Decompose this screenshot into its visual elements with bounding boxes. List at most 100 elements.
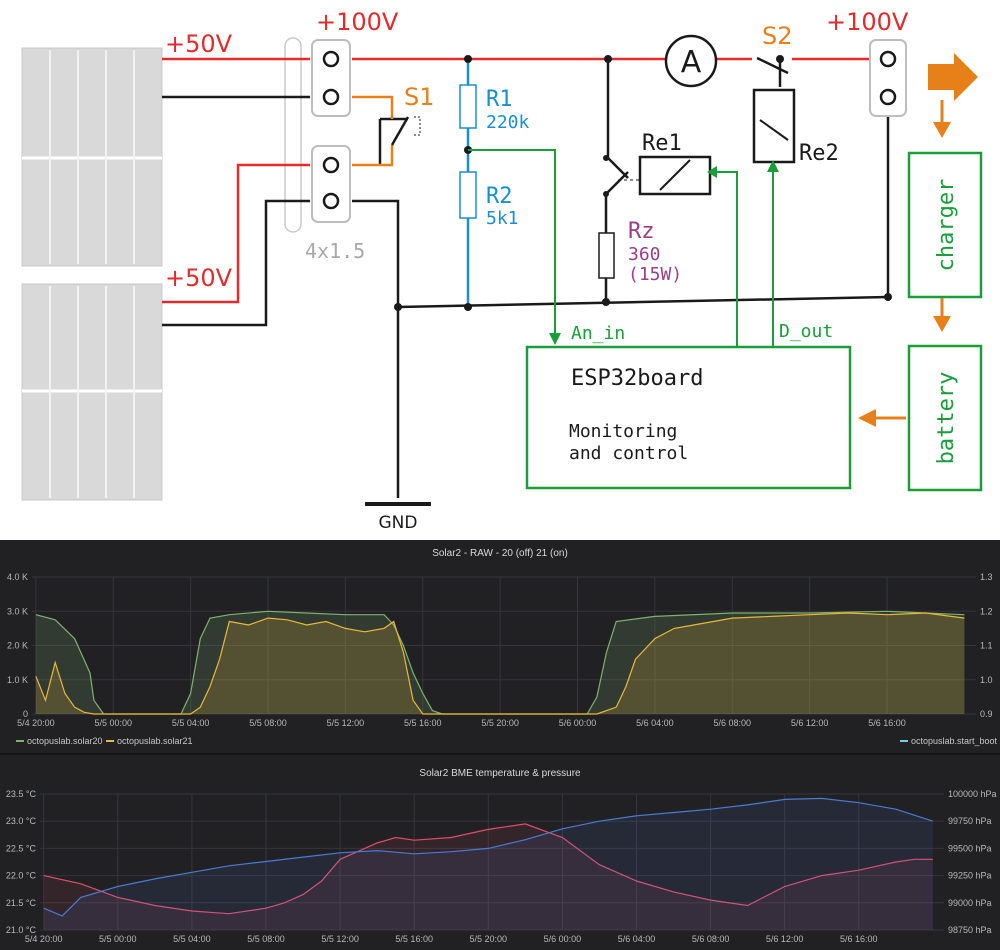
ammeter	[664, 34, 718, 88]
c2-ytick-right: 98750 hPa	[948, 925, 992, 935]
battery-label: battery	[934, 372, 959, 465]
c2-ytick-left: 23.5 °C	[6, 789, 37, 799]
r2-name: R2	[486, 184, 513, 209]
c1-xtick: 5/5 16:00	[404, 718, 442, 728]
c2-xtick: 5/6 08:00	[692, 934, 730, 944]
c2-xtick: 5/5 04:00	[173, 934, 211, 944]
c1-ytick-right: 0.9	[980, 709, 993, 719]
c2-ytick-right: 99500 hPa	[948, 843, 992, 853]
c1-xtick: 5/5 08:00	[249, 718, 287, 728]
board-line2: and control	[569, 443, 688, 464]
c2-area-0	[43, 823, 933, 930]
resistor-r2	[459, 171, 477, 219]
cable-label: 4x1.5	[305, 239, 365, 263]
legend-start-boot: octopuslab.start_boot	[911, 736, 998, 746]
board-line1: Monitoring	[569, 421, 677, 442]
power-flow-arrows	[858, 53, 978, 427]
c1-xtick: 5/5 20:00	[481, 718, 519, 728]
c1-xtick: 5/6 16:00	[868, 718, 906, 728]
chart1-title: Solar2 - RAW - 20 (off) 21 (on)	[432, 548, 568, 559]
c1-xtick: 5/4 20:00	[17, 718, 55, 728]
relay-re2-label: Re2	[799, 141, 839, 166]
c1-xtick: 5/5 04:00	[172, 718, 210, 728]
c1-xtick: 5/6 12:00	[791, 718, 829, 728]
c1-area-1	[35, 613, 965, 714]
c1-xtick: 5/6 08:00	[713, 718, 751, 728]
c2-xtick: 5/5 20:00	[470, 934, 508, 944]
rz-power: (15W)	[628, 264, 682, 285]
c2-xtick: 5/5 16:00	[395, 934, 433, 944]
circuit-schematic: +50V +50V +100V +100V S1 S2 4x1.5 A R1 2…	[21, 8, 983, 533]
c2-series-line-0	[43, 823, 933, 915]
analog-in-label: An_in	[571, 323, 625, 344]
c2-ytick-left: 21.5 °C	[6, 898, 37, 908]
c2-ytick-left: 22.0 °C	[6, 871, 37, 881]
c1-ytick-right: 1.3	[980, 572, 993, 582]
chart1-legend: octopuslab.solar20 octopuslab.solar21 oc…	[16, 736, 998, 746]
gnd-label: GND	[379, 513, 418, 533]
c2-ytick-right: 99250 hPa	[948, 871, 992, 881]
c2-xtick: 5/6 12:00	[766, 934, 804, 944]
legend-swatch-solar20	[16, 740, 24, 742]
r2-value: 5k1	[486, 208, 519, 229]
c2-series-line-1	[43, 797, 934, 917]
relay-re1-label: Re1	[642, 131, 682, 156]
solar-panel-top	[21, 47, 163, 267]
c1-ytick-right: 1.1	[980, 641, 993, 651]
chart-solar-raw: Solar2 - RAW - 20 (off) 21 (on) 0 1.0 K 2.…	[0, 540, 1000, 753]
r1-name: R1	[486, 87, 513, 112]
switch-s2-label: S2	[762, 22, 793, 50]
c2-area-1	[43, 798, 933, 930]
c2-ytick-left: 23.0 °C	[6, 816, 37, 826]
c2-xtick: 5/6 04:00	[618, 934, 656, 944]
rz-value: 360	[628, 244, 661, 265]
voltage-label-terminal: +100V	[316, 8, 399, 36]
c2-xtick: 5/6 16:00	[840, 934, 878, 944]
c2-ytick-right: 100000 hPa	[948, 789, 997, 799]
c2-ytick-right: 99000 hPa	[948, 898, 992, 908]
relay-re2-coil	[752, 88, 796, 164]
legend-solar21: octopuslab.solar21	[117, 736, 193, 746]
cable-bundle	[284, 37, 302, 233]
digital-out-label: D_out	[779, 321, 833, 342]
c1-xtick: 5/5 12:00	[327, 718, 365, 728]
c1-ytick-left: 2.0 K	[7, 641, 28, 651]
c1-xtick: 5/6 00:00	[559, 718, 597, 728]
charger-label: charger	[934, 179, 959, 272]
board-title: ESP32board	[571, 366, 703, 391]
c2-ytick-left: 21.0 °C	[6, 925, 37, 935]
c2-xtick: 5/5 00:00	[99, 934, 137, 944]
esp32-board	[525, 345, 852, 490]
c2-ytick-right: 99750 hPa	[948, 816, 992, 826]
c2-xtick: 5/5 08:00	[247, 934, 285, 944]
legend-swatch-start-boot	[900, 740, 908, 742]
c1-ytick-left: 0	[23, 709, 28, 719]
switch-s1-label: S1	[404, 83, 435, 111]
charger-box	[907, 151, 983, 299]
c2-xtick: 5/5 12:00	[321, 934, 359, 944]
c1-ytick-left: 1.0 K	[7, 675, 28, 685]
terminal-block	[311, 39, 907, 223]
resistor-rz	[598, 232, 615, 279]
voltage-label-panel1: +50V	[165, 30, 233, 58]
c1-ytick-right: 1.2	[980, 606, 993, 616]
voltage-label-output: +100V	[826, 8, 909, 36]
legend-swatch-solar21	[106, 740, 114, 742]
legend-solar20: octopuslab.solar20	[27, 736, 103, 746]
r1-value: 220k	[486, 112, 530, 133]
c2-ytick-left: 22.5 °C	[6, 843, 37, 853]
c2-xtick: 5/6 00:00	[544, 934, 582, 944]
c1-series-line-1	[35, 612, 965, 715]
c1-ytick-left: 4.0 K	[7, 572, 28, 582]
resistor-r1	[459, 84, 477, 129]
chart2-title: Solar2 BME temperature & pressure	[419, 768, 581, 779]
c1-xtick: 5/6 04:00	[636, 718, 674, 728]
c1-ytick-right: 1.0	[980, 675, 993, 685]
c1-area-0	[35, 611, 965, 714]
solar-panel-bottom	[21, 283, 163, 501]
c2-xtick: 5/4 20:00	[25, 934, 63, 944]
chart-bme-temp-pressure: Solar2 BME temperature & pressure 21.0 °…	[0, 753, 1000, 950]
ammeter-label: A	[681, 45, 702, 80]
c1-xtick: 5/5 00:00	[94, 718, 132, 728]
